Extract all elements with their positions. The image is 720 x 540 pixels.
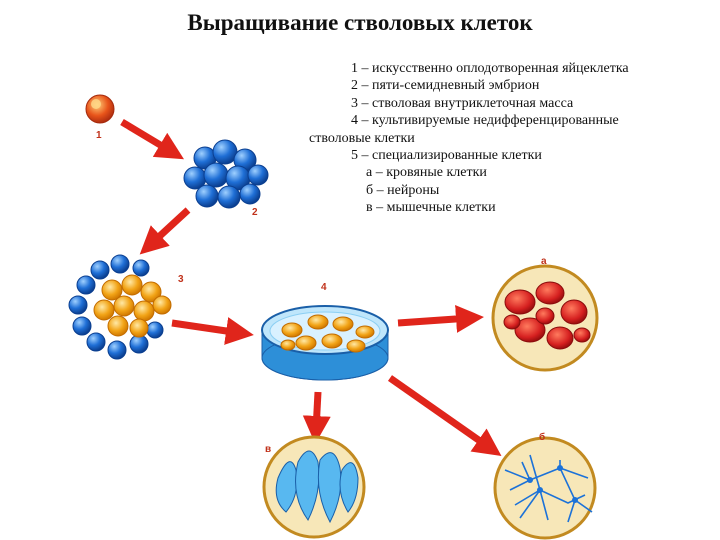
page-title: Выращивание стволовых клеток	[187, 10, 533, 35]
inner-cell-mass	[68, 254, 172, 360]
legend-item-1: 1 – искусственно оплодотворенная яйцекле…	[351, 61, 629, 76]
legend-item-c: в – мышечные клетки	[366, 200, 496, 216]
label-4: 4	[321, 282, 327, 293]
petri-dish	[261, 305, 389, 381]
label-2: 2	[252, 207, 258, 218]
legend: 1 – искусственно оплодотворенная яйцекле…	[300, 60, 716, 217]
arrow-4-muscle	[302, 391, 331, 444]
legend-item-3: 3 – стволовая внутриклеточная масса	[351, 95, 574, 111]
arrow-2-3	[139, 207, 191, 255]
fertilized-egg	[85, 94, 115, 124]
legend-item-b: б – нейроны	[366, 182, 440, 198]
label-muscle: в	[265, 444, 271, 455]
arrow-1-2	[120, 118, 185, 160]
label-neuron: б	[539, 431, 545, 443]
label-1: 1	[96, 130, 102, 141]
arrow-4-neuron	[387, 375, 502, 457]
legend-item-5: 5 – специализированные клетки	[351, 148, 542, 164]
legend-item-4: 4 – культивируемые недифференцированные	[351, 113, 619, 129]
blood-cells-circle	[491, 264, 599, 372]
embryo	[183, 139, 269, 209]
label-a: а	[541, 256, 547, 267]
neurons-circle	[493, 436, 597, 540]
legend-item-2: 2 – пяти-семидневный эмбрион	[351, 78, 540, 94]
legend-item-4-cont: стволовые клетки	[309, 130, 415, 146]
arrows	[120, 118, 502, 457]
label-3: 3	[178, 274, 184, 285]
arrow-3-4	[171, 317, 254, 345]
legend-item-a: а – кровяные клетки	[366, 165, 487, 181]
arrow-4-a	[397, 305, 484, 333]
muscle-cells-circle	[262, 435, 366, 539]
